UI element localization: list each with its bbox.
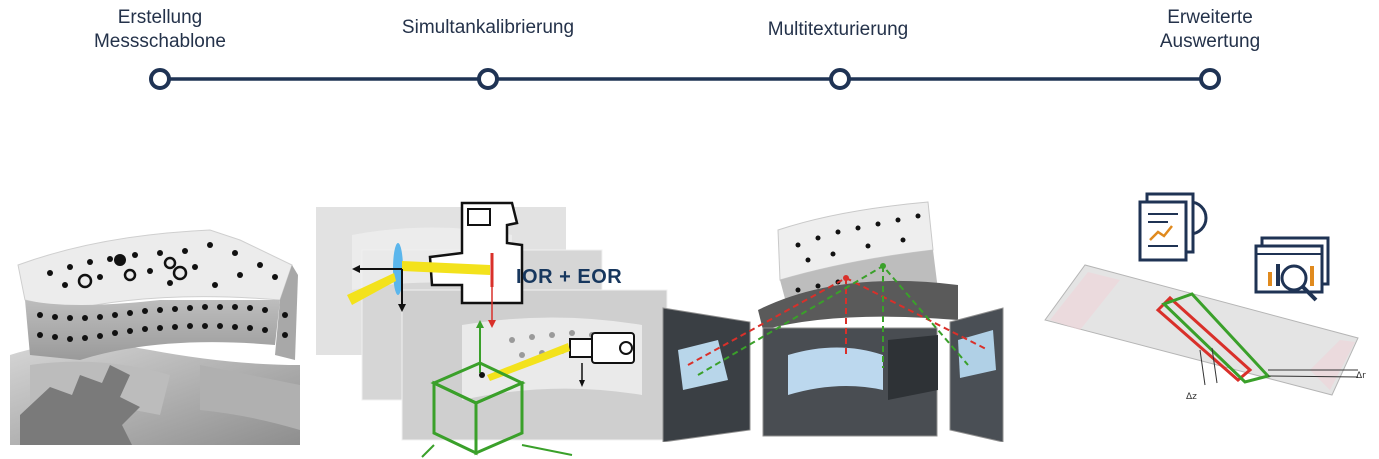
step-3-line1: Multitexturierung	[767, 19, 909, 40]
step-1-line2: Messschablone	[93, 31, 227, 52]
delta-r-label: Δr	[1356, 371, 1366, 381]
multitexturing-illustration	[662, 201, 1004, 442]
evaluation-illustration	[1044, 192, 1359, 396]
step-3-label: Multitexturierung	[738, 18, 938, 42]
step-1-line1: Erstellung	[117, 7, 203, 28]
target-dots	[47, 242, 278, 288]
timeline-node-1	[149, 68, 171, 90]
report-icon	[1138, 192, 1208, 262]
measurement-template-illustration	[10, 229, 300, 445]
timeline-node-3	[829, 68, 851, 90]
step-1-label: Erstellung Messschablone	[60, 6, 260, 54]
delta-z-label: Δz	[1186, 392, 1197, 402]
step-4-line1: Erweiterte	[1167, 7, 1253, 28]
calibration-illustration	[316, 201, 668, 458]
step-2-label: Simultankalibrierung	[358, 16, 618, 40]
camera-icon	[569, 332, 635, 364]
timeline-node-2	[477, 68, 499, 90]
timeline	[149, 68, 1221, 90]
timeline-node-4	[1199, 68, 1221, 90]
ior-eor-label: IOR + EOR	[516, 266, 623, 288]
step-4-line2: Auswertung	[1159, 31, 1261, 52]
analytics-icon	[1254, 236, 1330, 302]
step-2-line1: Simultankalibrierung	[401, 17, 575, 38]
step-4-label: Erweiterte Auswertung	[1110, 6, 1310, 54]
coordinate-cube	[430, 361, 526, 456]
